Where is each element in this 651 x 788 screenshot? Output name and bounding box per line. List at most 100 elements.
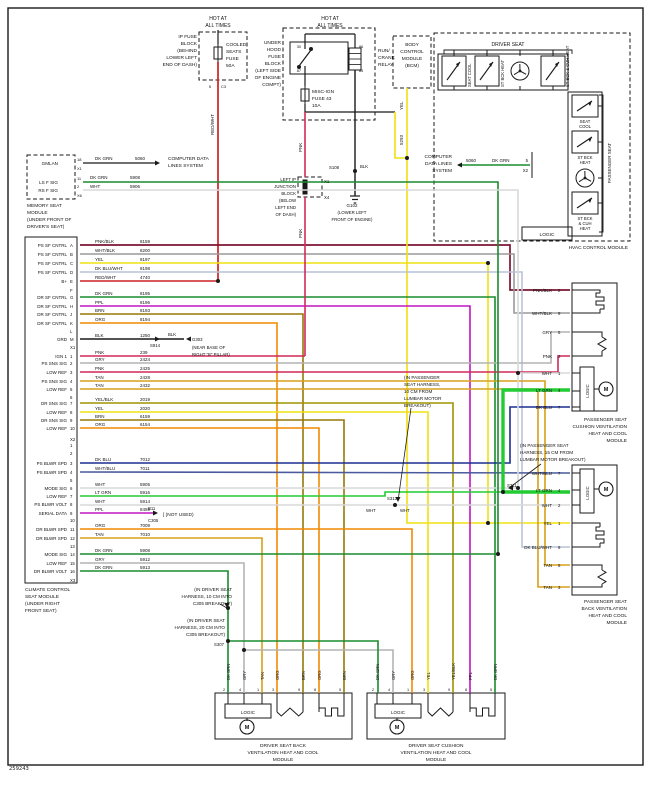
label: WHT/BLU [532,471,552,476]
label: RIGHT "B" PILLAR) [192,352,230,357]
label: WHT/BLK [95,248,115,253]
label: LINES SYSTEM [168,163,203,169]
underhood-fuse-block [282,27,376,121]
arrowhead [224,603,230,608]
label: COOL [579,124,592,129]
label: RUN/ [378,48,390,54]
splice-dot [216,279,220,283]
label: J [70,312,72,317]
label: UNDER [264,40,282,46]
label: B11 [148,506,156,511]
label: LOGIC [585,384,590,397]
label: WHT [542,503,552,508]
label: BODY [405,42,419,48]
back-heat-stub1 [572,522,601,527]
drv-cushion-module [366,692,506,740]
label: WHT/BLK [532,311,552,316]
pass-stbck-cuh-heat-switch [571,191,599,215]
label: DK BLU/WHT [95,266,123,271]
label: 8193 [140,308,151,313]
label: X2 [70,437,76,442]
label: BRN [342,671,347,680]
label: ST BCK & CUH HEAT [565,45,570,87]
back-logic-box [579,468,595,514]
splice-dot [353,169,357,173]
cushion-heat-stub2 [572,309,601,314]
label: WHT [542,371,552,376]
drv-back-sensor-symbol [276,707,304,717]
row-b-whtblk-8200 [80,253,570,314]
label: PS SNS SIG [41,379,67,384]
label: 12 [70,536,75,541]
drv-back-blower-motor: M [245,725,250,731]
drv-cushion-blower-motor [389,719,405,735]
label: 10 CM FROM [404,389,433,394]
label: X3 [70,578,76,583]
label: 1 [70,354,73,359]
label: MODULE [426,757,447,763]
label: BLK [360,164,368,169]
label: X1 [324,179,330,184]
label: TAN [95,383,104,388]
label: X4 [324,195,330,200]
label: 85 [359,69,363,73]
label: 6154 [140,422,151,427]
label: YEL [543,521,552,526]
label: LOGIC [585,486,590,499]
row-9-brn-6159 [80,419,345,693]
label: 30 [297,45,301,49]
label: 1 [407,688,409,692]
label: WHT [95,499,105,504]
hvac-logic-box [521,226,573,241]
label: 4 [239,688,241,692]
pass-back-module [571,464,618,596]
label: 5 [209,84,212,89]
label: HARNESS, 15 CM FROM [520,450,573,455]
label: PPL [468,671,473,680]
drv-stbck-heat-switch [474,55,500,87]
label: ORG [95,317,106,322]
label: RELAY [378,62,394,68]
row-x3-4-whtblu-7011 [79,471,571,474]
label: WHT [400,508,410,513]
label: 10 [70,518,75,523]
label: MODULE [606,620,627,626]
label: 7011 [140,466,150,471]
label: 5 [70,478,73,483]
label: C305 BREAKOUT) [186,632,226,637]
label: DATA LINES [425,161,452,167]
label: RED/WHT [95,275,116,280]
label: 1 [558,521,561,526]
back-blower-motor: M [604,487,609,493]
back-heater-symbol [595,526,605,544]
label: GRD [57,337,68,342]
label: 2432 [140,383,151,388]
label: 2 [70,361,73,366]
label: DR SF CNTRL [37,321,67,326]
label: LOWER LEFT [166,55,197,61]
label: H [70,304,73,309]
label: 2 [372,688,374,692]
label: PASSENGER SEAT [584,599,627,605]
label: 15 [70,561,75,566]
label: 8 [70,502,73,507]
label: 1250 [140,333,151,338]
label: C3 [221,84,227,89]
label: C [70,261,73,266]
label: (IN DRIVER SEAT [194,587,232,592]
drv-cushion-blower-motor: M [395,725,400,731]
label: SEAT [580,119,591,124]
label: 5 [339,688,341,692]
label: 3 [558,585,561,590]
row-5-tan-2432 [80,388,570,588]
row-7-yelblk-2019 [80,402,454,693]
label: 3 [272,688,274,692]
label: WHT [366,508,376,513]
label: BACK VENTILATION [582,606,628,612]
drv-fan-icon [518,69,522,73]
label: 4 [558,388,561,393]
label: 8197 [140,257,151,262]
label: GRY [391,671,396,680]
